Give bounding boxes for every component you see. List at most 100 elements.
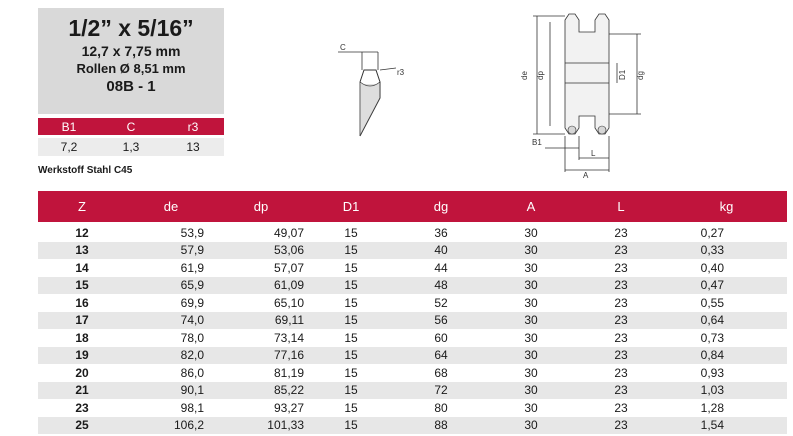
sprocket-label-dp: dp	[536, 71, 545, 80]
cell-dg: 36	[434, 225, 448, 240]
cell-dg: 40	[434, 243, 448, 258]
spec-title: 1/2” x 5/16”	[68, 15, 194, 41]
cell-dp: 93,27	[273, 400, 304, 415]
mini-value-b1: 7,2	[60, 140, 78, 154]
cell-l: 23	[614, 225, 628, 240]
cell-dp: 49,07	[273, 225, 304, 240]
table-row: 12 53,9 49,07 15 36 30 23 0,27	[38, 224, 787, 242]
cell-l: 23	[614, 365, 628, 380]
tooth-label-r3: r3	[397, 68, 405, 77]
sprocket-label-l: L	[591, 149, 596, 158]
table-row: 15 65,9 61,09 15 48 30 23 0,47	[38, 276, 787, 294]
cell-kg: 0,55	[700, 295, 724, 310]
cell-de: 69,9	[180, 295, 204, 310]
cell-d1: 15	[344, 243, 358, 258]
header-dg: dg	[433, 199, 449, 214]
tooth-hatch	[360, 84, 380, 136]
sprocket-drawing: de dp D1 dg B1 L A	[520, 13, 645, 180]
cell-kg: 1,54	[700, 418, 724, 433]
cell-d1: 15	[344, 365, 358, 380]
cell-dg: 48	[434, 278, 448, 293]
cell-de: 57,9	[180, 243, 204, 258]
cell-a: 30	[524, 295, 538, 310]
main-table-header: Z de dp D1 dg A L kg	[38, 191, 787, 222]
cell-dg: 52	[434, 295, 448, 310]
cell-z: 23	[75, 400, 89, 415]
cell-a: 30	[524, 348, 538, 363]
mini-header-c: C	[126, 119, 136, 134]
main-table-body: 12 53,9 49,07 15 36 30 23 0,27 13 57,9 5…	[38, 224, 787, 434]
cell-z: 25	[75, 418, 89, 433]
sprocket-label-d1: D1	[618, 69, 627, 80]
cell-de: 82,0	[180, 348, 204, 363]
cell-a: 30	[524, 400, 538, 415]
cell-dg: 68	[434, 365, 448, 380]
cell-dg: 56	[434, 313, 448, 328]
cell-a: 30	[524, 260, 538, 275]
cell-d1: 15	[344, 260, 358, 275]
cell-dp: 85,22	[273, 383, 304, 398]
mini-header-r3: r3	[187, 119, 199, 134]
cell-d1: 15	[344, 330, 358, 345]
header-l: L	[617, 199, 625, 214]
spec-code: 08B - 1	[106, 78, 156, 95]
cell-l: 23	[614, 243, 628, 258]
cell-kg: 1,28	[700, 400, 724, 415]
table-row: 21 90,1 85,22 15 72 30 23 1,03	[38, 381, 787, 399]
cell-kg: 0,47	[700, 278, 724, 293]
cell-de: 90,1	[180, 383, 204, 398]
cell-kg: 0,73	[700, 330, 724, 345]
cell-d1: 15	[344, 383, 358, 398]
cell-a: 30	[524, 330, 538, 345]
header-de: de	[163, 199, 179, 214]
cell-z: 15	[75, 278, 89, 293]
cell-dp: 65,10	[273, 295, 304, 310]
spec-roller: Rollen Ø 8,51 mm	[76, 61, 186, 76]
cell-dp: 57,07	[273, 260, 304, 275]
cell-dp: 61,09	[273, 278, 304, 293]
cell-z: 14	[75, 260, 89, 275]
table-row: 17 74,0 69,11 15 56 30 23 0,64	[38, 311, 787, 329]
cell-dg: 88	[434, 418, 448, 433]
tooth-label-c: C	[340, 43, 346, 52]
cell-z: 12	[75, 225, 89, 240]
cell-d1: 15	[344, 418, 358, 433]
cell-kg: 0,27	[700, 225, 724, 240]
cell-d1: 15	[344, 295, 358, 310]
cell-dg: 72	[434, 383, 448, 398]
cell-dp: 69,11	[274, 313, 304, 328]
cell-kg: 0,40	[700, 260, 724, 275]
cell-de: 61,9	[180, 260, 204, 275]
cell-kg: 1,03	[700, 383, 724, 398]
table-row: 18 78,0 73,14 15 60 30 23 0,73	[38, 329, 787, 347]
cell-dg: 64	[434, 348, 448, 363]
cell-a: 30	[524, 313, 538, 328]
header-dp: dp	[253, 199, 269, 214]
cell-dg: 80	[434, 400, 448, 415]
cell-l: 23	[614, 418, 628, 433]
cell-l: 23	[614, 383, 628, 398]
cell-d1: 15	[344, 313, 358, 328]
header-z: Z	[78, 199, 86, 214]
cell-a: 30	[524, 418, 538, 433]
table-row: 19 82,0 77,16 15 64 30 23 0,84	[38, 346, 787, 364]
header-d1: D1	[342, 199, 360, 214]
table-row: 16 69,9 65,10 15 52 30 23 0,55	[38, 294, 787, 312]
cell-z: 21	[75, 383, 89, 398]
cell-de: 78,0	[180, 330, 204, 345]
table-row: 23 98,1 93,27 15 80 30 23 1,28	[38, 399, 787, 417]
cell-z: 13	[75, 243, 89, 258]
cell-dg: 60	[434, 330, 448, 345]
cell-d1: 15	[344, 348, 358, 363]
mini-header-b1: B1	[61, 119, 77, 134]
cell-a: 30	[524, 365, 538, 380]
material-label: Werkstoff Stahl C45	[38, 165, 133, 176]
cell-d1: 15	[344, 400, 358, 415]
mini-value-r3: 13	[186, 140, 200, 154]
sprocket-label-dg: dg	[636, 71, 645, 80]
sprocket-label-a: A	[583, 171, 589, 180]
cell-z: 19	[75, 348, 89, 363]
cell-a: 30	[524, 278, 538, 293]
cell-l: 23	[614, 278, 628, 293]
cell-z: 16	[75, 295, 89, 310]
